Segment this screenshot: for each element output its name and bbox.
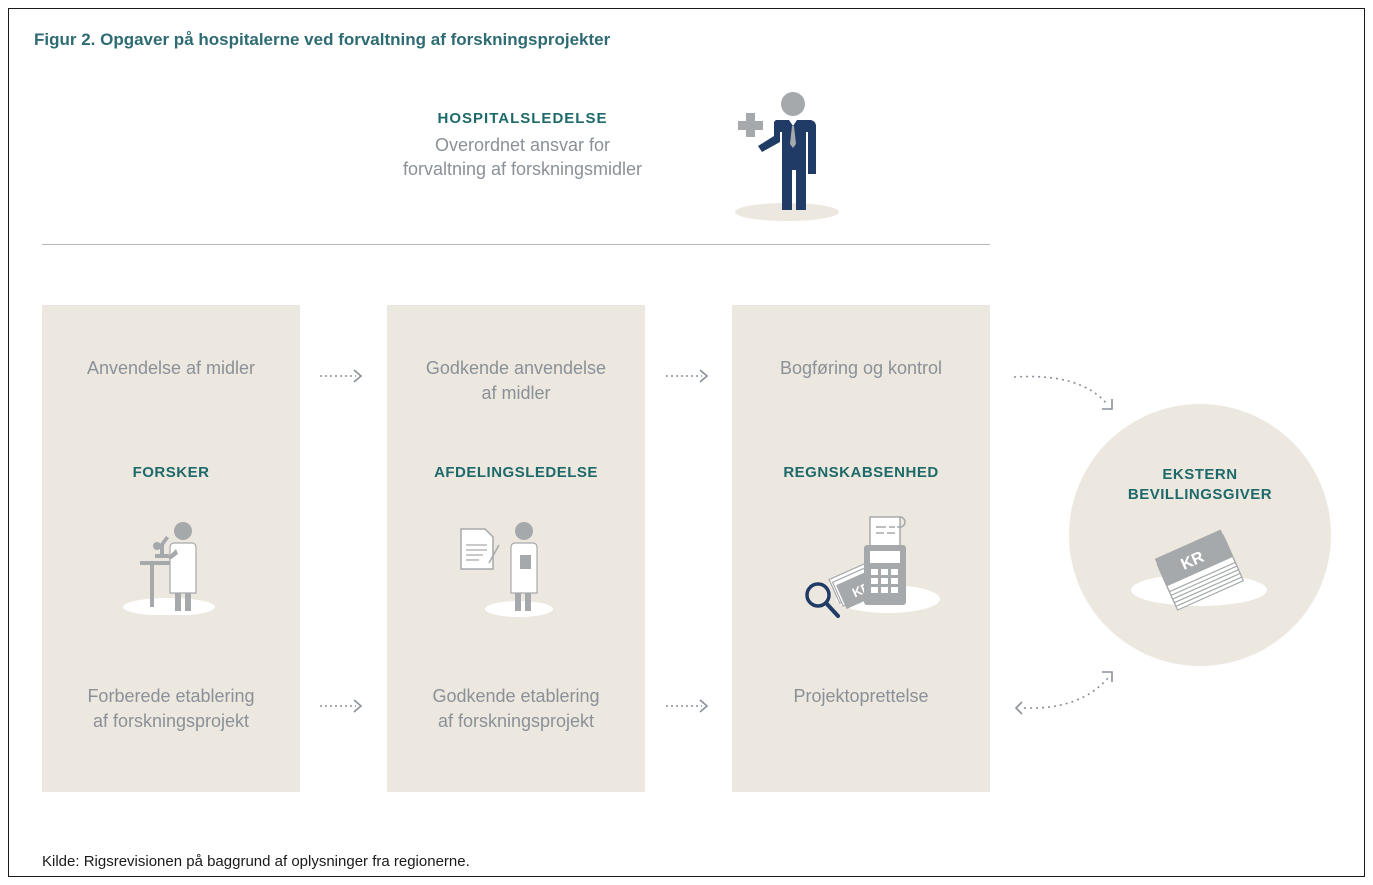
panel-accounting-unit: Bogføring og kontrol REGNSKABSENHED KR — [732, 305, 990, 792]
money-stack-icon: KR — [1131, 529, 1267, 611]
accounting-task-bottom: Projektoprettelse — [732, 684, 990, 709]
external-label-line1: EKSTERN — [1162, 466, 1238, 483]
hospital-management-heading: HOSPITALSLEDELSE — [437, 110, 608, 127]
hospital-management-desc-line1: Overordnet ansvar for — [434, 135, 611, 155]
researcher-task-bottom-line2: af forskningsprojekt — [92, 711, 250, 731]
department-head-document-icon — [460, 522, 553, 617]
accounting-heading: REGNSKABSENHED — [783, 464, 939, 481]
researcher-heading: FORSKER — [132, 464, 210, 481]
researcher-task-bottom: Forberede etablering af forskningsprojek… — [42, 684, 300, 734]
panel-department-head: Godkende anvendelse af midler AFDELINGSL… — [387, 305, 645, 792]
arrow-external-to-accounting — [1014, 671, 1113, 715]
hospital-management-desc-line2: forvaltning af forskningsmidler — [402, 159, 643, 179]
accounting-task-bottom-line1: Projektoprettelse — [793, 686, 929, 706]
department-task-bottom: Godkende etablering af forskningsprojekt — [387, 684, 645, 734]
accounting-calculator-money-icon: KR — [805, 516, 940, 618]
researcher-task-top: Anvendelse af midler — [42, 356, 300, 381]
department-task-top: Godkende anvendelse af midler — [387, 356, 645, 406]
department-task-top-line2: af midler — [481, 383, 551, 403]
accounting-task-top: Bogføring og kontrol — [732, 356, 990, 381]
divider-line — [42, 244, 990, 245]
department-task-top-line1: Godkende anvendelse — [425, 358, 607, 378]
department-task-bottom-line1: Godkende etablering — [432, 686, 600, 706]
arrow-department-to-accounting-bottom — [666, 699, 709, 713]
hospital-management-description: Overordnet ansvar for forvaltning af for… — [360, 133, 685, 181]
accounting-task-top-line1: Bogføring og kontrol — [779, 358, 943, 378]
arrow-researcher-to-department-top — [320, 369, 363, 383]
department-task-bottom-line2: af forskningsprojekt — [437, 711, 595, 731]
researcher-task-bottom-line1: Forberede etablering — [87, 686, 255, 706]
external-label-line2: BEVILLINGSGIVER — [1127, 486, 1273, 503]
figure-title: Figur 2. Opgaver på hospitalerne ved for… — [34, 30, 611, 49]
manager-with-cross-icon — [735, 92, 839, 221]
arrow-department-to-accounting-top — [666, 369, 709, 383]
source-note: Kilde: Rigsrevisionen på baggrund af opl… — [42, 853, 470, 870]
researcher-microscope-icon — [123, 522, 215, 615]
external-grant-giver-circle: EKSTERN BEVILLINGSGIVER KR — [1069, 404, 1331, 666]
arrow-accounting-to-external — [1013, 375, 1113, 410]
panel-researcher: Anvendelse af midler FORSKER Forberede e… — [42, 305, 300, 792]
department-heading: AFDELINGSLEDELSE — [434, 464, 598, 481]
researcher-task-top-line1: Anvendelse af midler — [86, 358, 256, 378]
external-grant-giver-label: EKSTERN BEVILLINGSGIVER — [1069, 465, 1331, 505]
arrow-researcher-to-department-bottom — [320, 699, 363, 713]
